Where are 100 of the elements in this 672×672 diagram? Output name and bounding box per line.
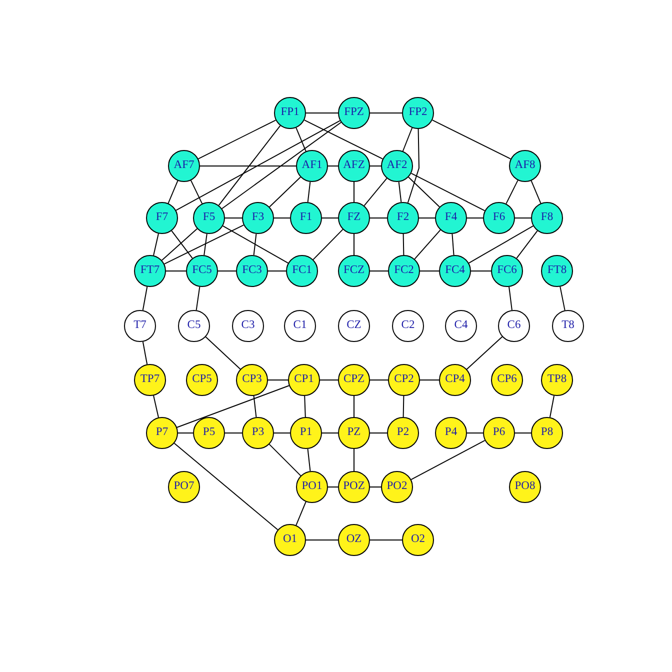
electrode-label: TP7 xyxy=(140,374,160,386)
electrode-label: C4 xyxy=(454,320,468,332)
connector-line xyxy=(470,270,492,272)
electrode-circle xyxy=(242,202,274,234)
electrode-label: CP5 xyxy=(192,374,212,386)
electrode-label: FT8 xyxy=(547,265,567,277)
electrode-circle xyxy=(178,310,210,342)
electrode-label: FC3 xyxy=(242,265,262,277)
connector-line xyxy=(466,432,484,434)
electrode-circle xyxy=(387,417,419,449)
electrode-circle xyxy=(338,471,370,503)
connector-line xyxy=(204,233,208,256)
connector-line xyxy=(306,112,338,114)
electrode-label: P5 xyxy=(202,427,216,439)
connector-line xyxy=(432,120,512,160)
connector-line xyxy=(176,385,290,428)
connector-line xyxy=(218,125,281,206)
electrode-label: FP2 xyxy=(408,107,428,119)
electrode-circle xyxy=(124,310,156,342)
connector-line xyxy=(364,178,388,206)
electrode-label: AF7 xyxy=(174,160,194,172)
electrode-circle xyxy=(381,471,413,503)
connector-line xyxy=(304,396,306,418)
electrode-circle xyxy=(541,255,573,287)
electrode-label: F4 xyxy=(444,212,458,224)
electrode-circle xyxy=(338,255,370,287)
electrode-circle xyxy=(338,150,370,182)
electrode-circle xyxy=(242,417,274,449)
connector-line xyxy=(410,172,486,212)
electrode-label: F5 xyxy=(202,212,216,224)
connector-line xyxy=(402,234,404,256)
electrode-label: P6 xyxy=(492,427,506,439)
electrode-circle xyxy=(193,417,225,449)
electrode-circle xyxy=(509,150,541,182)
electrode-circle xyxy=(274,524,306,556)
electrode-circle xyxy=(491,364,523,396)
electrode-label: FCZ xyxy=(343,265,365,277)
connector-line xyxy=(296,501,306,526)
electrode-circle xyxy=(338,524,370,556)
connector-line xyxy=(307,448,311,472)
connector-line xyxy=(506,180,518,204)
connector-line xyxy=(268,270,286,272)
connector-line xyxy=(370,432,388,434)
electrode-circle xyxy=(288,364,320,396)
electrode-label: C6 xyxy=(507,320,521,332)
electrode-label: P4 xyxy=(444,427,458,439)
connector-line xyxy=(168,180,178,204)
electrode-label: F6 xyxy=(492,212,506,224)
connector-line xyxy=(253,233,257,256)
electrode-circle xyxy=(338,202,370,234)
connector-line xyxy=(322,432,338,434)
connector-line xyxy=(516,230,538,259)
electrode-label: FZ xyxy=(347,212,361,224)
electrode-label: OZ xyxy=(346,534,362,546)
electrode-label: FC4 xyxy=(445,265,465,277)
electrode-label: PZ xyxy=(347,427,361,439)
electrode-label: F2 xyxy=(396,212,410,224)
connector-line xyxy=(530,180,542,204)
electrode-circle xyxy=(296,150,328,182)
electrode-label: CP2 xyxy=(394,374,414,386)
electrode-circle xyxy=(445,310,477,342)
connector-line xyxy=(410,440,486,480)
connector-line xyxy=(153,233,159,256)
connector-line xyxy=(153,395,159,418)
connector-line xyxy=(420,270,440,272)
connector-line xyxy=(408,176,440,208)
electrode-circle xyxy=(338,97,370,129)
electrode-circle xyxy=(402,97,434,129)
electrode-circle xyxy=(286,255,318,287)
electrode-label: CP3 xyxy=(242,374,262,386)
connector-line xyxy=(312,228,344,260)
electrode-circle xyxy=(392,310,424,342)
electrode-circle xyxy=(381,150,413,182)
electrode-label: AFZ xyxy=(343,160,365,172)
connector-line xyxy=(196,286,200,311)
electrode-label: FC1 xyxy=(292,265,312,277)
electrode-circle xyxy=(439,364,471,396)
connector-line xyxy=(402,396,404,418)
electrode-label: C5 xyxy=(187,320,201,332)
electrode-label: AF1 xyxy=(302,160,322,172)
connector-line xyxy=(304,120,384,160)
electrode-circle xyxy=(134,364,166,396)
connector-line xyxy=(328,486,338,488)
connector-line xyxy=(142,286,148,311)
electrode-label: O1 xyxy=(282,534,298,546)
electrode-circle xyxy=(483,417,515,449)
electrode-label: P2 xyxy=(396,427,410,439)
electrode-label: P7 xyxy=(156,427,168,439)
electrode-circle xyxy=(338,364,370,396)
electrode-label: CP6 xyxy=(497,374,517,386)
electrode-label: F3 xyxy=(252,212,264,224)
electrode-circle xyxy=(134,255,166,287)
electrode-label: FC5 xyxy=(192,265,212,277)
electrode-circle xyxy=(236,364,268,396)
electrode-label: FPZ xyxy=(344,107,364,119)
connector-line xyxy=(161,228,198,261)
connector-line xyxy=(560,286,566,311)
connector-line xyxy=(370,270,388,272)
electrode-circle xyxy=(531,417,563,449)
electrode-label: C1 xyxy=(293,320,307,332)
